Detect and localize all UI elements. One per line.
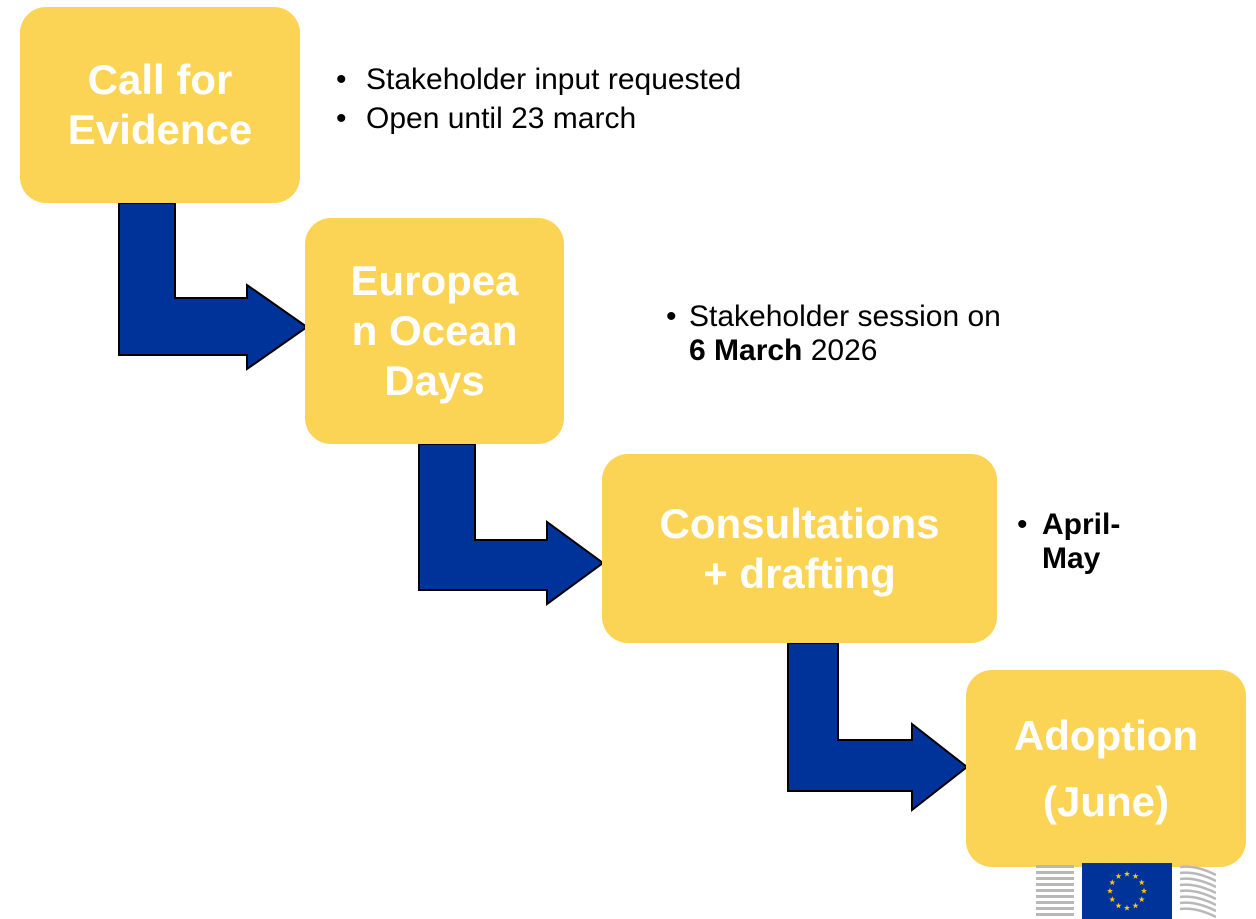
step-call-for-evidence: Call for Evidence bbox=[20, 7, 300, 203]
step-consultations-drafting: Consultations + drafting bbox=[602, 454, 997, 643]
notes-consultations: April- May bbox=[1015, 508, 1155, 576]
star-icon bbox=[1132, 902, 1139, 909]
step-label-line: (June) bbox=[1042, 777, 1169, 825]
note-item: April- May bbox=[1015, 508, 1155, 576]
step-label-line: Adoption bbox=[1013, 711, 1199, 759]
step-label-line: Evidence bbox=[67, 106, 253, 153]
star-icon bbox=[1123, 870, 1131, 877]
star-icon bbox=[1123, 904, 1131, 911]
step-label-line: n Ocean bbox=[351, 307, 518, 354]
star-icon bbox=[1109, 896, 1116, 903]
note-text: April- bbox=[1042, 508, 1121, 541]
star-icon bbox=[1138, 879, 1145, 886]
note-text: Stakeholder session on bbox=[689, 300, 1001, 333]
note-text: May bbox=[1042, 542, 1101, 575]
step-label-line: Call for bbox=[87, 56, 233, 103]
step-label-line: Consultations bbox=[659, 499, 940, 547]
note-item: Stakeholder input requested bbox=[332, 62, 741, 98]
note-year: 2026 bbox=[802, 334, 878, 367]
step-adoption: Adoption (June) bbox=[966, 670, 1246, 867]
arrow-ocean-days-to-consultations bbox=[418, 443, 605, 606]
notes-call-for-evidence: Stakeholder input requested Open until 2… bbox=[332, 62, 741, 140]
star-icon bbox=[1132, 873, 1139, 879]
step-european-ocean-days: Europea n Ocean Days bbox=[305, 218, 564, 444]
note-item: Open until 23 march bbox=[332, 101, 741, 137]
step-label-line: Days bbox=[384, 357, 485, 404]
note-item: Stakeholder session on 6 March 2026 bbox=[664, 300, 1104, 368]
star-icon bbox=[1109, 879, 1116, 886]
eu-flag-logo bbox=[1036, 863, 1216, 919]
left-stripes bbox=[1036, 865, 1074, 916]
notes-ocean-days: Stakeholder session on 6 March 2026 bbox=[664, 300, 1104, 368]
star-icon bbox=[1138, 896, 1145, 903]
star-icon bbox=[1115, 902, 1122, 909]
star-icon bbox=[1106, 887, 1114, 894]
step-label-line: + drafting bbox=[703, 549, 896, 597]
eu-stars bbox=[1106, 870, 1148, 911]
star-icon bbox=[1115, 873, 1122, 879]
step-label-line: Europea bbox=[350, 257, 519, 304]
star-icon bbox=[1140, 887, 1148, 894]
arrow-call-to-ocean-days bbox=[118, 202, 309, 371]
right-stripes bbox=[1179, 865, 1216, 919]
note-date: 6 March bbox=[689, 334, 803, 367]
arrow-consultations-to-adoption bbox=[787, 642, 969, 813]
